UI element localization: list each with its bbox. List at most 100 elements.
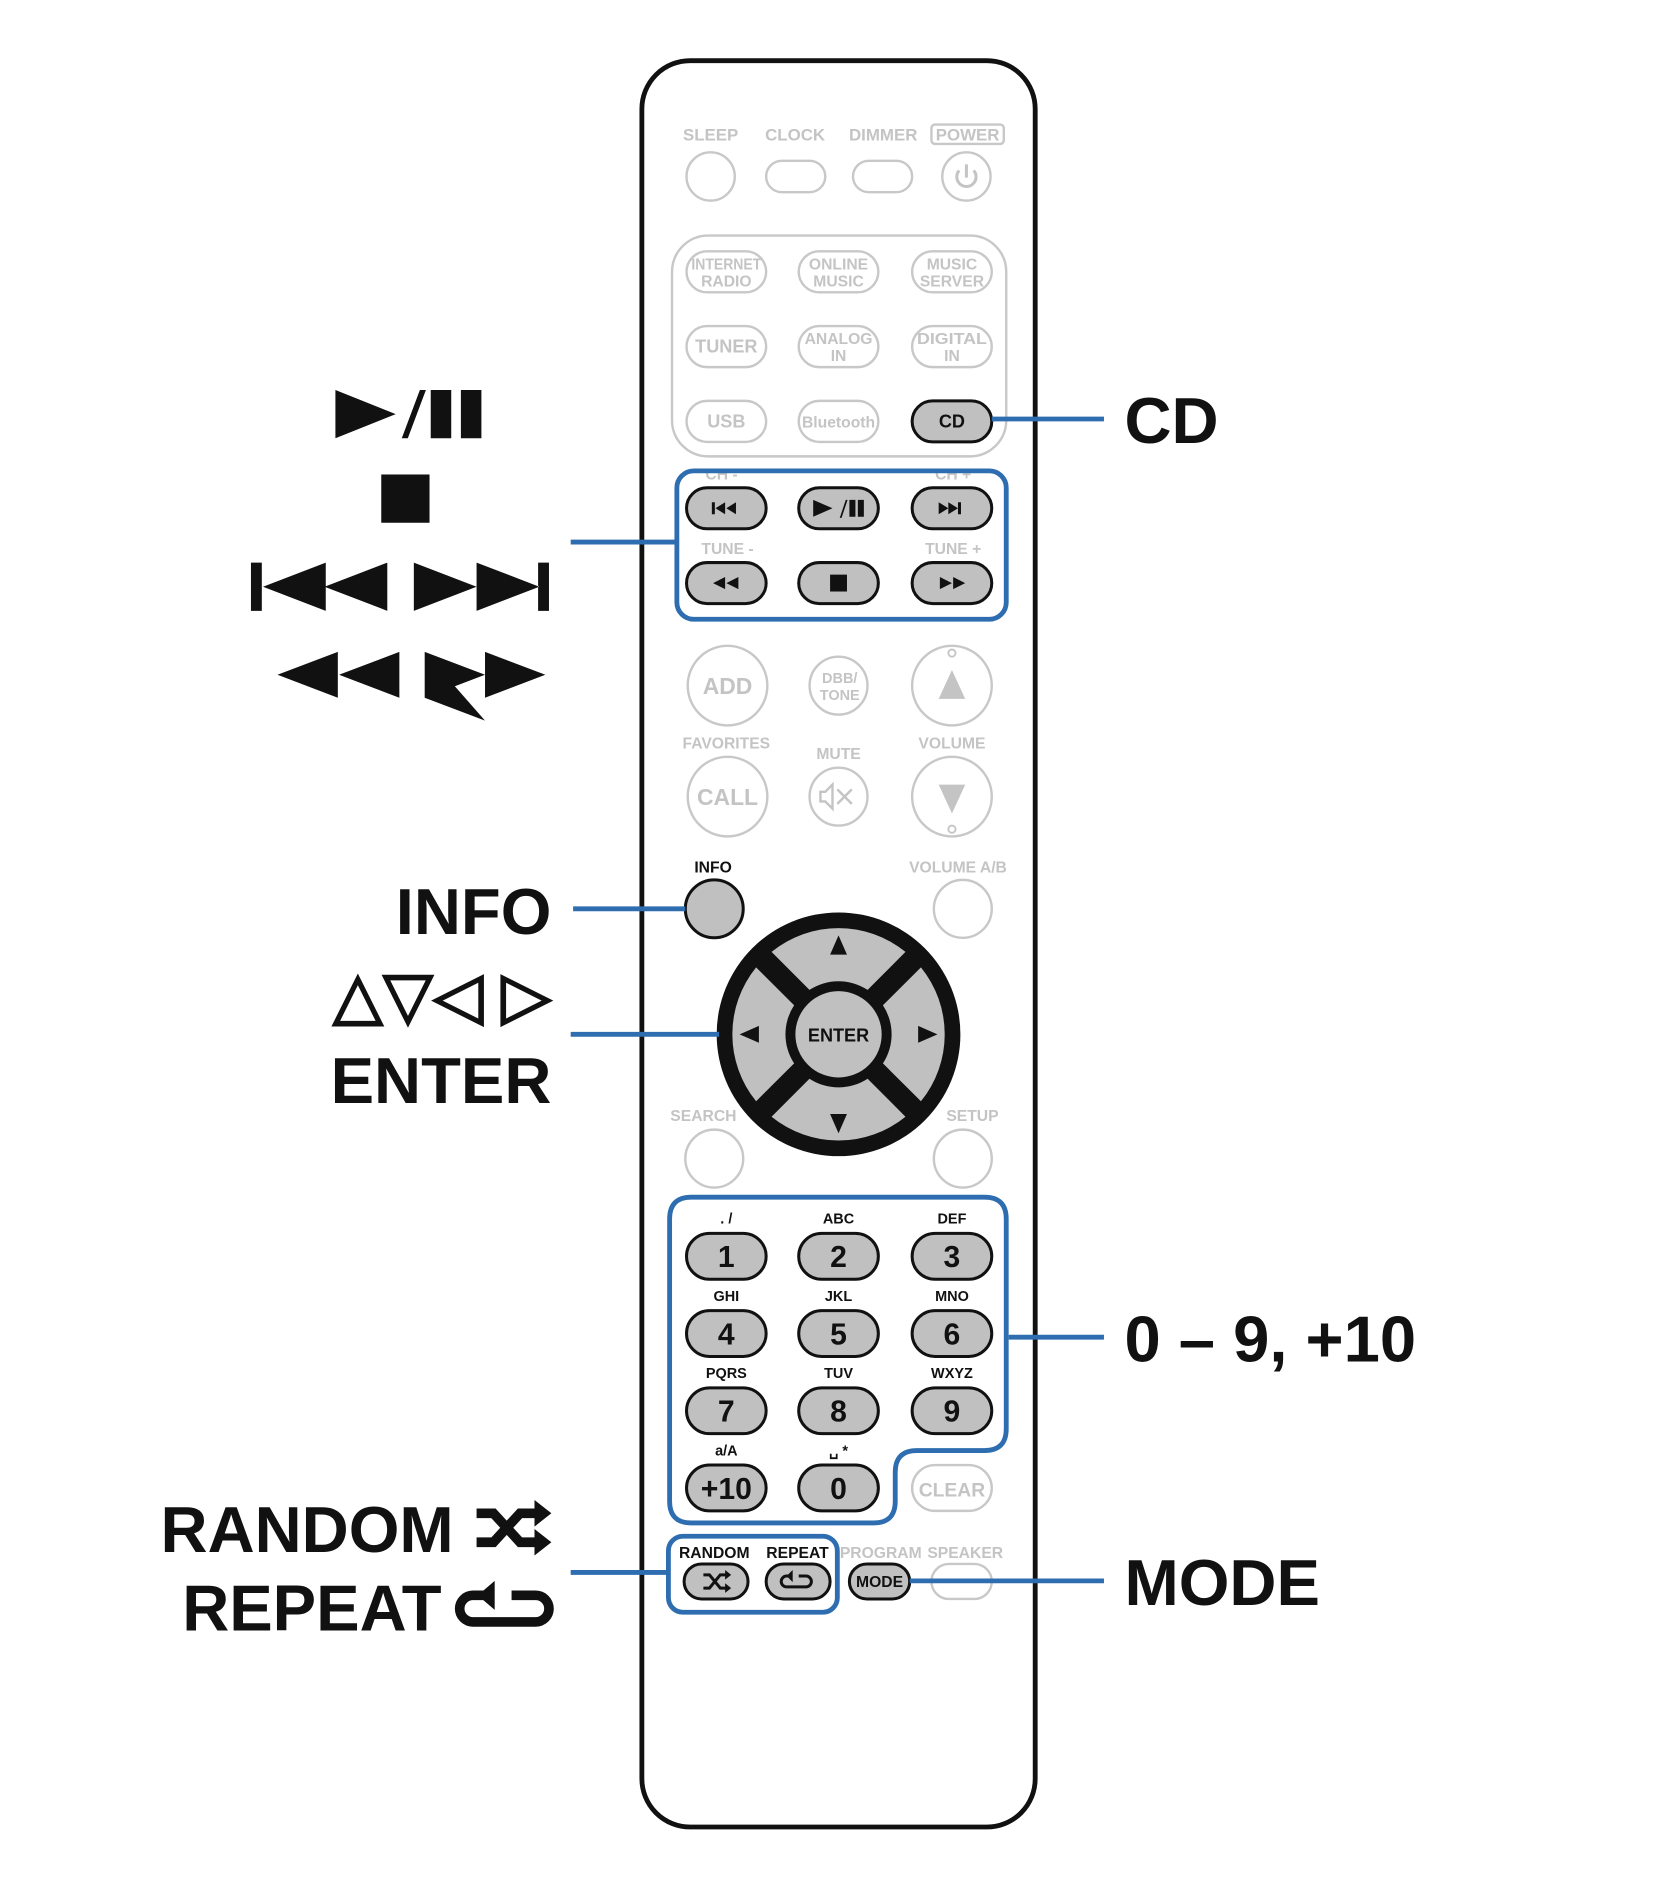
key-number-label: 4 [718,1318,735,1351]
input-label-line1: INTERNET [691,256,761,273]
mute-button[interactable] [808,766,869,827]
setup-button[interactable] [932,1128,993,1189]
key-number-label: 6 [944,1318,961,1351]
volume-up-button[interactable] [910,644,993,727]
dbb-label: DBB/ [822,671,857,687]
dpad-left-button[interactable] [732,967,795,1102]
key-0-button[interactable]: 0 [797,1463,880,1513]
callout-fast-forward-icon [424,651,546,721]
dpad-right-button[interactable] [882,967,945,1102]
key-5-button[interactable]: 5 [797,1309,880,1358]
transport-highlight [674,468,1009,622]
clear-label: CLEAR [919,1480,986,1501]
key-6-button[interactable]: 6 [910,1309,994,1358]
fast-forward-icon [939,577,966,590]
input-label-line1: MUSIC [927,256,977,273]
input-bluetooth-button[interactable]: Bluetooth [797,399,880,444]
dimmer-button[interactable] [851,159,914,194]
callout-cd: CD [1124,384,1218,457]
callout-numbers: 0 – 9, +10 [1124,1302,1416,1375]
input-label-line1: DIGITAL [917,331,987,348]
add-label: ADD [703,673,753,699]
skip-back-button[interactable] [685,486,768,531]
key-letters-label: a/A [715,1443,738,1459]
skip-forward-button[interactable] [910,486,994,531]
dbb-tone-button[interactable] [808,655,869,716]
key-number-label: 3 [944,1241,961,1274]
sleep-button[interactable] [685,151,736,202]
key-2-button[interactable]: 2 [797,1231,880,1281]
input-label: USB [707,411,745,431]
tune-minus-label: TUNE - [701,541,753,558]
clear-button[interactable] [910,1463,993,1513]
power-icon [955,164,978,188]
sleep-label: SLEEP [683,125,738,144]
volume-down-button[interactable] [910,755,993,838]
dpad-down-button[interactable] [771,1078,906,1141]
key-3-button[interactable]: 3 [910,1231,994,1281]
tune-plus-label: TUNE + [925,541,981,558]
random-button[interactable] [682,1562,750,1601]
volume-ab-label: VOLUME A/B [909,860,1007,877]
clock-button[interactable] [764,159,827,194]
input-label-line1: ANALOG [805,331,873,348]
callout-repeat-icon [454,1580,554,1627]
arrow-down-icon [830,1113,847,1134]
setup-label: SETUP [946,1108,998,1125]
input-label-line2: MUSIC [813,273,864,290]
key-1-button[interactable]: 1 [685,1231,768,1281]
mode-button[interactable]: MODE [847,1562,912,1601]
input-label-line2: SERVER [920,273,984,290]
key-letters-label: JKL [825,1289,852,1305]
callout-skip-back-icon [250,562,388,611]
key-9-button[interactable]: 9 [910,1386,994,1436]
volume-label: VOLUME [918,735,985,752]
input-group [670,234,1008,458]
rewind-button[interactable] [685,561,768,606]
enter-button[interactable] [792,988,885,1081]
input-label-line2: IN [831,348,847,365]
dpad: ENTER [716,912,961,1157]
dimmer-label: DIMMER [849,125,917,144]
key-number-label: 2 [830,1241,847,1274]
input-cd-button[interactable]: CD [910,399,994,444]
input-label: CD [939,411,965,431]
skip-back-icon [711,502,736,515]
add-button[interactable] [686,644,769,727]
fast-forward-button[interactable] [910,561,994,606]
search-button[interactable] [684,1128,745,1189]
repeat-button[interactable] [764,1562,832,1601]
key-letters-label: DEF [937,1212,966,1228]
triangle-down-icon [938,784,966,814]
input-label: Bluetooth [802,414,875,431]
volume-ab-button[interactable] [932,878,993,939]
dpad-up-button[interactable] [771,928,906,990]
key-plus10-button[interactable]: +10 [685,1463,768,1513]
input-tuner-button[interactable]: TUNER [685,324,768,369]
key-4-button[interactable]: 4 [685,1309,768,1358]
play-pause-button[interactable] [797,486,880,531]
play-pause-icon [813,499,864,518]
key-7-button[interactable]: 7 [685,1386,768,1436]
key-number-label: 9 [944,1396,961,1429]
callout-arrows: △▽◁ ▷ [331,958,554,1031]
call-button[interactable] [686,755,769,838]
rewind-icon [713,577,739,590]
input-usb-button[interactable]: USB [685,399,768,444]
key-number-label: 5 [830,1318,847,1351]
enter-label: ENTER [808,1026,869,1046]
call-label: CALL [697,784,758,810]
skip-forward-icon [938,502,961,515]
power-label-box [930,123,1006,146]
stop-button[interactable] [797,561,880,606]
shuffle-icon [703,1573,728,1590]
key-8-button[interactable]: 8 [797,1386,880,1436]
info-button[interactable] [683,878,745,940]
power-button[interactable] [941,151,992,202]
